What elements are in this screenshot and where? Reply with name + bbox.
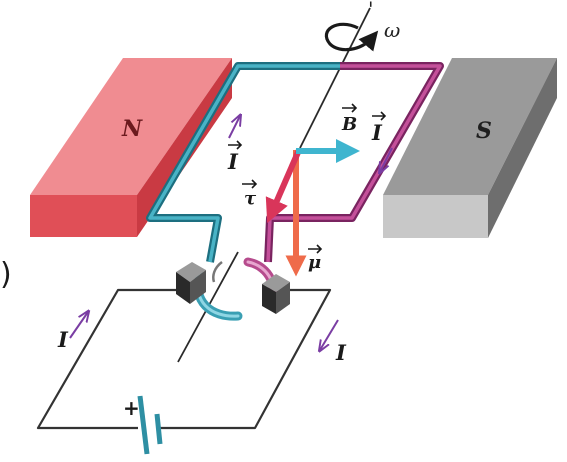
magnetic-field-label: B <box>341 114 357 135</box>
loop-current-right-label: I <box>371 120 383 145</box>
north-pole-label: N <box>121 116 143 142</box>
loop-current-left-hat <box>228 141 241 149</box>
circuit-current-right-label: I <box>335 340 347 365</box>
north-magnet-front <box>30 195 137 237</box>
commutator-back-arc <box>213 262 222 282</box>
loop-current-left-arrow <box>229 116 240 138</box>
circuit-wire <box>38 290 330 428</box>
circuit-current-left-label: I <box>57 327 69 352</box>
north-pole-magnet: N <box>30 58 232 237</box>
battery-long-plate <box>140 396 147 454</box>
edge-parenthesis: ) <box>0 257 12 292</box>
magnetic-moment-label: μ <box>308 252 321 273</box>
rotation-arrow <box>326 24 372 49</box>
battery-short-plate <box>157 414 160 444</box>
south-magnet-front <box>383 195 488 238</box>
torque-label: τ <box>244 188 257 209</box>
commutator <box>198 262 273 316</box>
omega-label: ω <box>384 18 400 42</box>
loop-current-right-hat <box>372 112 385 120</box>
battery-plus-label: + <box>123 396 140 420</box>
rotation-axis-upper <box>300 8 370 148</box>
field-vector-hat <box>342 104 356 112</box>
south-pole-magnet: S <box>383 58 557 238</box>
axis-tick-label: ' <box>368 0 374 21</box>
torque-vector-hat <box>242 180 256 188</box>
circuit-current-left-arrow <box>70 312 88 338</box>
south-pole-label: S <box>476 118 492 144</box>
loop-current-left-label: I <box>227 149 239 174</box>
battery <box>140 396 160 454</box>
